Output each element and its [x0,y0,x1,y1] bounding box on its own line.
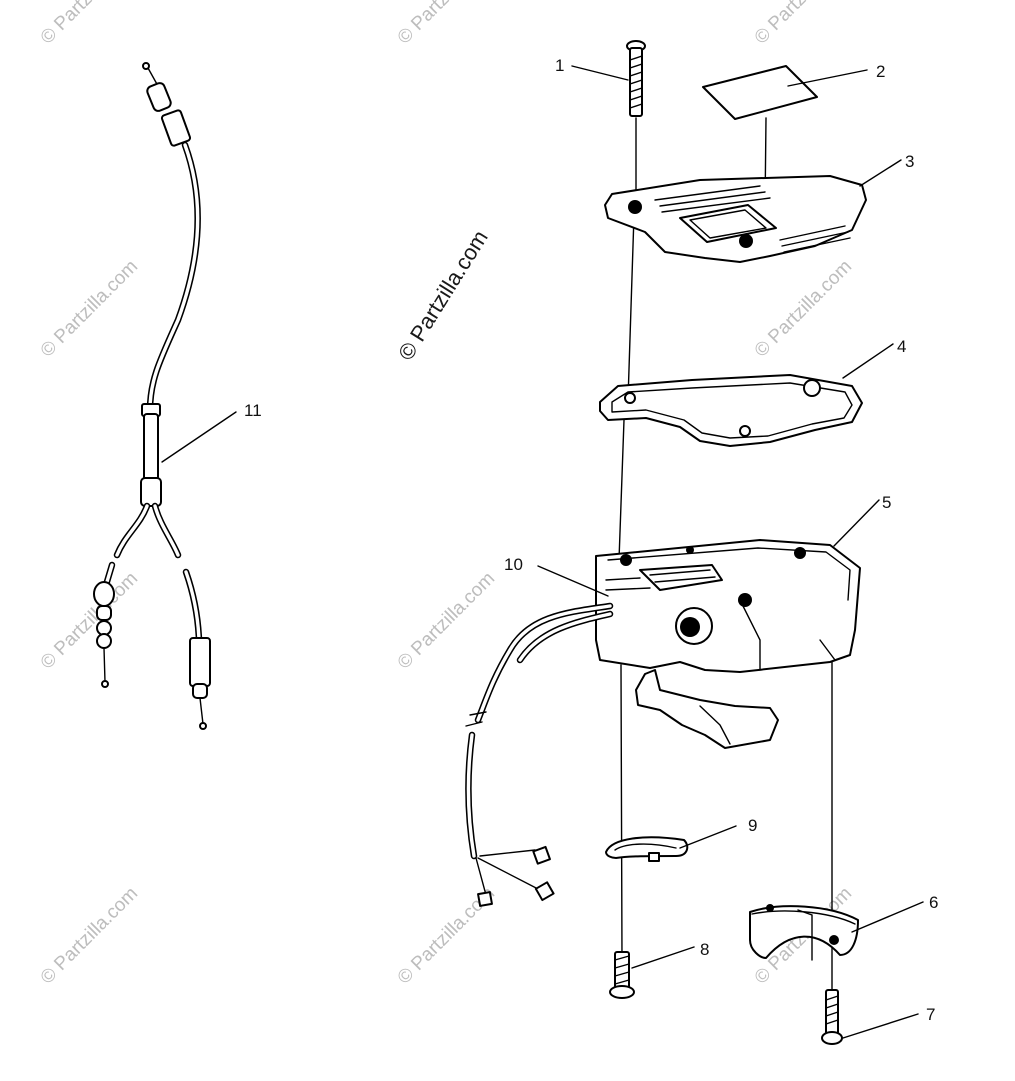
callout-4: 4 [897,337,906,356]
callout-8: 8 [700,940,709,959]
callout-labels: 1 2 3 4 5 6 7 8 9 10 11 [244,56,938,1024]
screw-1 [626,40,646,117]
callout-11: 11 [244,401,262,420]
cover [604,175,867,263]
gasket [599,374,863,447]
watermark: © Partzilla.com [37,0,142,49]
callout-3: 3 [905,152,914,171]
watermark: © Partzilla.com [37,568,142,673]
callout-2: 2 [876,62,885,81]
clip [605,836,689,862]
watermark: © Partzilla.com [394,0,499,49]
throttle-cable [93,62,211,730]
watermark-main: © Partzilla.com [393,226,493,365]
screw-7 [821,989,843,1045]
watermark: © Partzilla.com [751,256,856,361]
watermark: © Partzilla.com [37,256,142,361]
clamp [749,904,859,961]
watermark: © Partzilla.com [37,883,142,988]
callout-10: 10 [504,555,523,574]
callout-5: 5 [882,493,891,512]
watermark: © Partzilla.com [394,568,499,673]
callout-6: 6 [929,893,938,912]
watermark: © Partzilla.com [751,0,856,49]
throttle-housing [595,539,861,749]
callout-9: 9 [748,816,757,835]
leader-lines [161,65,924,1039]
screw-8 [609,951,635,999]
switch-harness [465,602,614,907]
callout-1: 1 [555,56,564,75]
callout-7: 7 [926,1005,935,1024]
assembly-axis-left [618,117,637,961]
